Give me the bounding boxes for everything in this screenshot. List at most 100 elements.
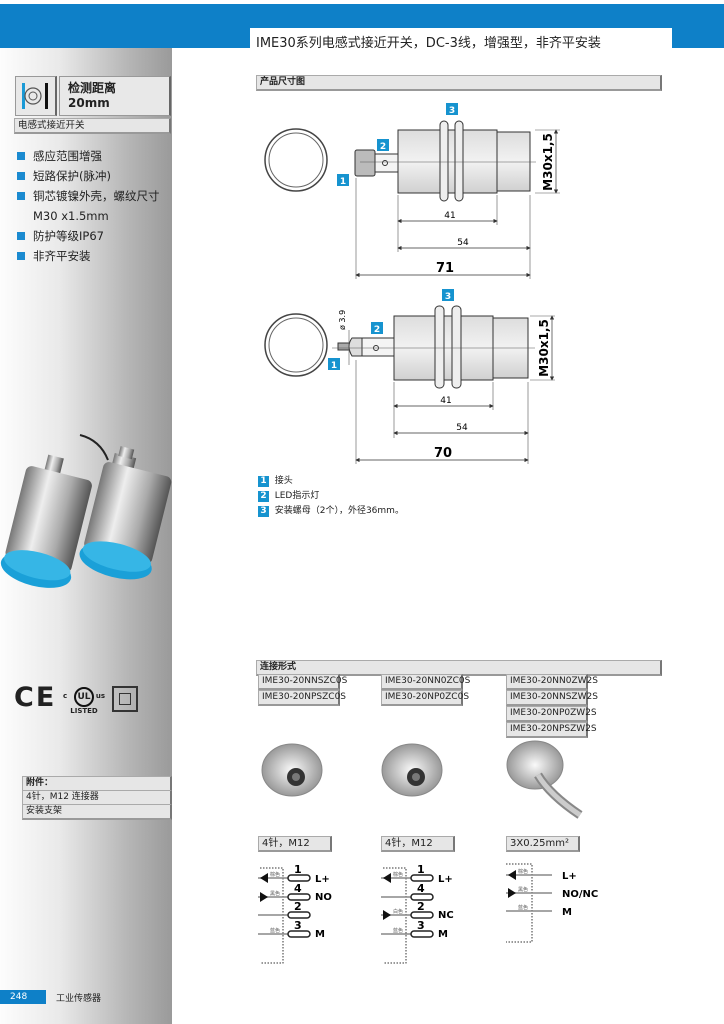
spec-value: 20mm [68, 96, 110, 110]
connection-columns-0-pins-3-num: 3 [294, 919, 302, 932]
page-title: IME30系列电感式接近开关，DC-3线，增强型，非齐平安装 [250, 28, 672, 51]
dimensions-drawing2-thread: M30x1,5 [537, 319, 551, 377]
legend-item: 3 安装螺母（2个），外径36mm。 [258, 504, 404, 519]
badge-2: 2 [377, 139, 389, 152]
feature-item: 铜芯镀镍外壳，螺纹尺寸 [17, 186, 172, 206]
connection-columns-0-pins-1-signal: NO [315, 892, 332, 903]
connection-columns-0-pins-3-color: 蓝色 [270, 927, 280, 934]
connection-columns-0-pins-3-signal: M [315, 929, 325, 940]
badge-2: 2 [371, 322, 383, 335]
sidebar-features-4: 防护等级IP67 [33, 229, 104, 243]
dimensions-legend-2-text: 安装螺母（2个），外径36mm。 [274, 506, 404, 516]
connection-columns-1-pins-2-signal: NC [438, 910, 454, 921]
sidebar-features-2: 铜芯镀镍外壳，螺纹尺寸 [33, 189, 160, 203]
connection-columns-1-pins-1-num: 4 [417, 882, 425, 895]
dimensions-drawing1-badges-0: 1 [340, 177, 346, 187]
dimensions-drawing1-dim_total: 71 [436, 261, 454, 276]
sidebar-features-0: 感应范围增强 [33, 149, 102, 163]
bullet-icon [17, 152, 25, 160]
feature-item: 感应范围增强 [17, 146, 172, 166]
dimensions-drawing2-badges-0: 1 [331, 361, 337, 371]
sidebar-certs-ul_listed: LISTED [70, 707, 98, 715]
connection-columns-2-wires-0-color: 棕色 [518, 868, 528, 875]
dimensions-legend-1-text: LED指示灯 [274, 491, 320, 501]
dimensions-drawing2-dim_a: 41 [440, 396, 451, 406]
connector-images [261, 740, 583, 819]
connection-columns-0-models-0: IME30-20NNSZC0S [258, 674, 347, 690]
sensor-drawing-connector: 41 54 71 M30x1,5 [264, 120, 560, 279]
connection-columns-1-pins-2-num: 2 [417, 900, 425, 913]
connection-columns-2-wires-1-color: 黑色 [518, 886, 528, 893]
connection-columns-2-wires-2-signal: M [562, 907, 572, 918]
accessory-item: 安装支架 [22, 804, 172, 820]
dimensions-drawing1-badges-2: 3 [449, 106, 455, 116]
spec-label: 检测距离 [68, 81, 117, 95]
connection-columns-2-models-0: IME30-20NN0ZW2S [506, 674, 598, 690]
sidebar-features-1: 短路保护(脉冲) [33, 169, 111, 183]
feature-list: 感应范围增强 短路保护(脉冲) 铜芯镀镍外壳，螺纹尺寸 M30 x1.5mm 防… [17, 146, 172, 266]
connection-columns-2-models-1: IME30-20NNSZW2S [506, 690, 598, 706]
connection-columns-0-pins-2-num: 2 [294, 900, 302, 913]
feature-item: 短路保护(脉冲) [17, 166, 172, 186]
connection-columns-2-wires-2-color: 蓝色 [518, 904, 528, 911]
page-number: 248 [0, 990, 46, 1004]
m12-connector-icon [261, 743, 323, 797]
badge-3: 3 [442, 289, 454, 302]
sidebar-features-5: 非齐平安装 [33, 249, 91, 263]
sidebar-certs-ul_us: us [95, 692, 105, 700]
connection-columns-0-pins-0-num: 1 [294, 863, 302, 876]
connection-type: 4针，M12 [258, 836, 332, 852]
feature-item: 非齐平安装 [17, 246, 172, 266]
footer-label: 工业传感器 [56, 994, 102, 1004]
connection-columns-2-wires-0-signal: L+ [562, 871, 577, 882]
connection-columns-1-models-1: IME30-20NP0ZC0S [381, 690, 469, 706]
dimensions-legend-1-num: 2 [258, 491, 269, 502]
connection-columns-0-pins-0-color: 棕色 [270, 871, 280, 878]
dimensions-drawing2-badges-2: 3 [445, 292, 451, 302]
bullet-icon [17, 232, 25, 240]
badge-3: 3 [446, 103, 458, 116]
spec-icon [15, 76, 57, 116]
sidebar-features-3: M30 x1.5mm [33, 209, 109, 223]
sensor-drawing-cable: ø 3.9 41 54 70 M30x1,5 [264, 305, 555, 464]
legend-item: 2 LED指示灯 [258, 489, 404, 504]
connection-type: 4针，M12 [381, 836, 455, 852]
connection-columns-2-models-2: IME30-20NP0ZW2S [506, 706, 597, 722]
dimensions-legend-2-num: 3 [258, 506, 269, 517]
dimensions-drawing2-cable_dia: ø 3.9 [338, 310, 347, 330]
dimension-drawings: 41 54 71 M30x1,5 3 2 1 ø 3.9 41 54 70 M3… [264, 103, 560, 464]
feature-item: M30 x1.5mm [17, 206, 172, 226]
dimensions-drawing1-dim_a: 41 [444, 211, 455, 221]
product-photo [0, 434, 172, 588]
connection-columns-1-models-0: IME30-20NN0ZC0S [381, 674, 470, 690]
connection-columns-0-pins-0-signal: L+ [315, 874, 330, 885]
m12-connector-icon [381, 743, 443, 797]
arrow-icons [260, 870, 516, 920]
connection-columns-1-pins-3-color: 蓝色 [393, 927, 403, 934]
badge-1: 1 [328, 358, 340, 371]
dimensions-legend-0-text: 接头 [274, 476, 293, 486]
ce-mark: CE [14, 682, 57, 713]
connection-columns-2-wires-1-signal: NO/NC [562, 889, 598, 900]
bullet-icon [17, 252, 25, 260]
certification-square-icon [112, 686, 138, 712]
connection-columns-0-pins-1-color: 黑色 [270, 890, 280, 897]
sidebar-certs-ul: UL [74, 687, 94, 707]
category-label: 电感式接近开关 [14, 118, 171, 134]
dimensions-drawing1-dim_b: 54 [457, 238, 469, 248]
connection-columns-2-models-3: IME30-20NPSZW2S [506, 722, 597, 738]
connection-columns-1-pins-2-color: 白色 [393, 908, 403, 915]
connection-columns-0-pins-1-num: 4 [294, 882, 302, 895]
connection-columns-1-pins-0-signal: L+ [438, 874, 453, 885]
dimensions-drawing2-badges-1: 2 [374, 325, 380, 335]
dimension-legend: 1 接头 2 LED指示灯 3 安装螺母（2个），外径36mm。 [258, 474, 404, 519]
legend-item: 1 接头 [258, 474, 404, 489]
bullet-icon [17, 192, 25, 200]
cable-icon [506, 740, 583, 819]
model-list: IME30-20NNSZC0S IME30-20NPSZC0S [258, 674, 347, 706]
connection-columns-1-pins-3-num: 3 [417, 919, 425, 932]
model-list: IME30-20NN0ZW2S IME30-20NNSZW2S IME30-20… [506, 674, 598, 738]
sidebar-certs-ul_c: c [63, 692, 68, 700]
dimensions-section-title: 产品尺寸图 [256, 75, 662, 91]
